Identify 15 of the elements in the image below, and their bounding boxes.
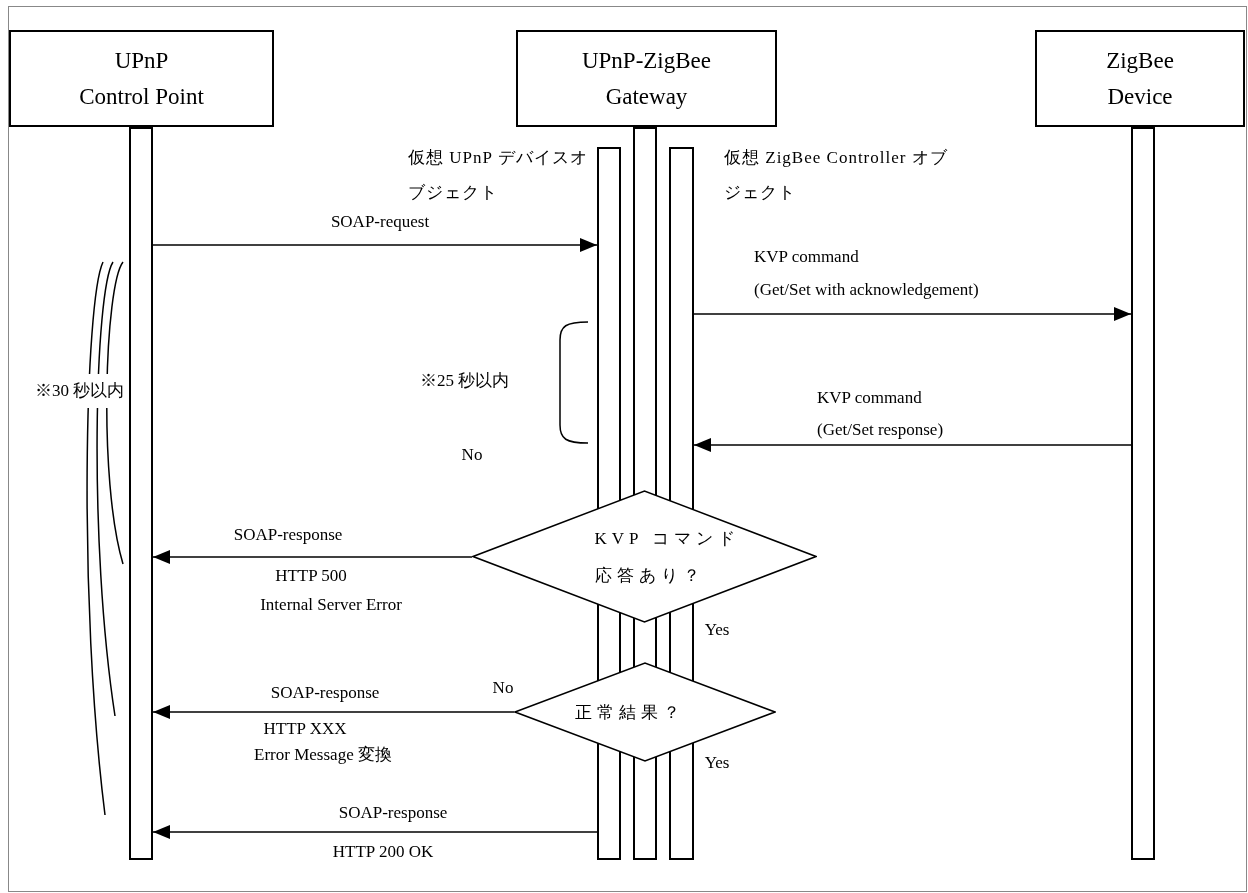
decision-diamond: KVP コマンド応答あり？ [472,490,817,623]
lifeline-bar [1131,127,1155,860]
status-text: Error Message 変換 [252,744,394,766]
message-arrow [152,238,598,252]
message-arrow [152,705,515,719]
participant-box: UPnP-ZigBee Gateway [516,30,777,127]
participant-box: UPnP Control Point [9,30,274,127]
lifeline-bar [129,127,153,860]
message-arrow [693,438,1132,452]
message-arrow [693,307,1132,321]
message-arrow [152,550,473,564]
object-label: 仮想 ZigBee Controller オブジェクト [724,147,949,204]
participant-box: ZigBee Device [1035,30,1245,127]
object-label: 仮想 UPnP デバイスオブジェクト [408,147,589,204]
message-arrow [152,825,598,839]
